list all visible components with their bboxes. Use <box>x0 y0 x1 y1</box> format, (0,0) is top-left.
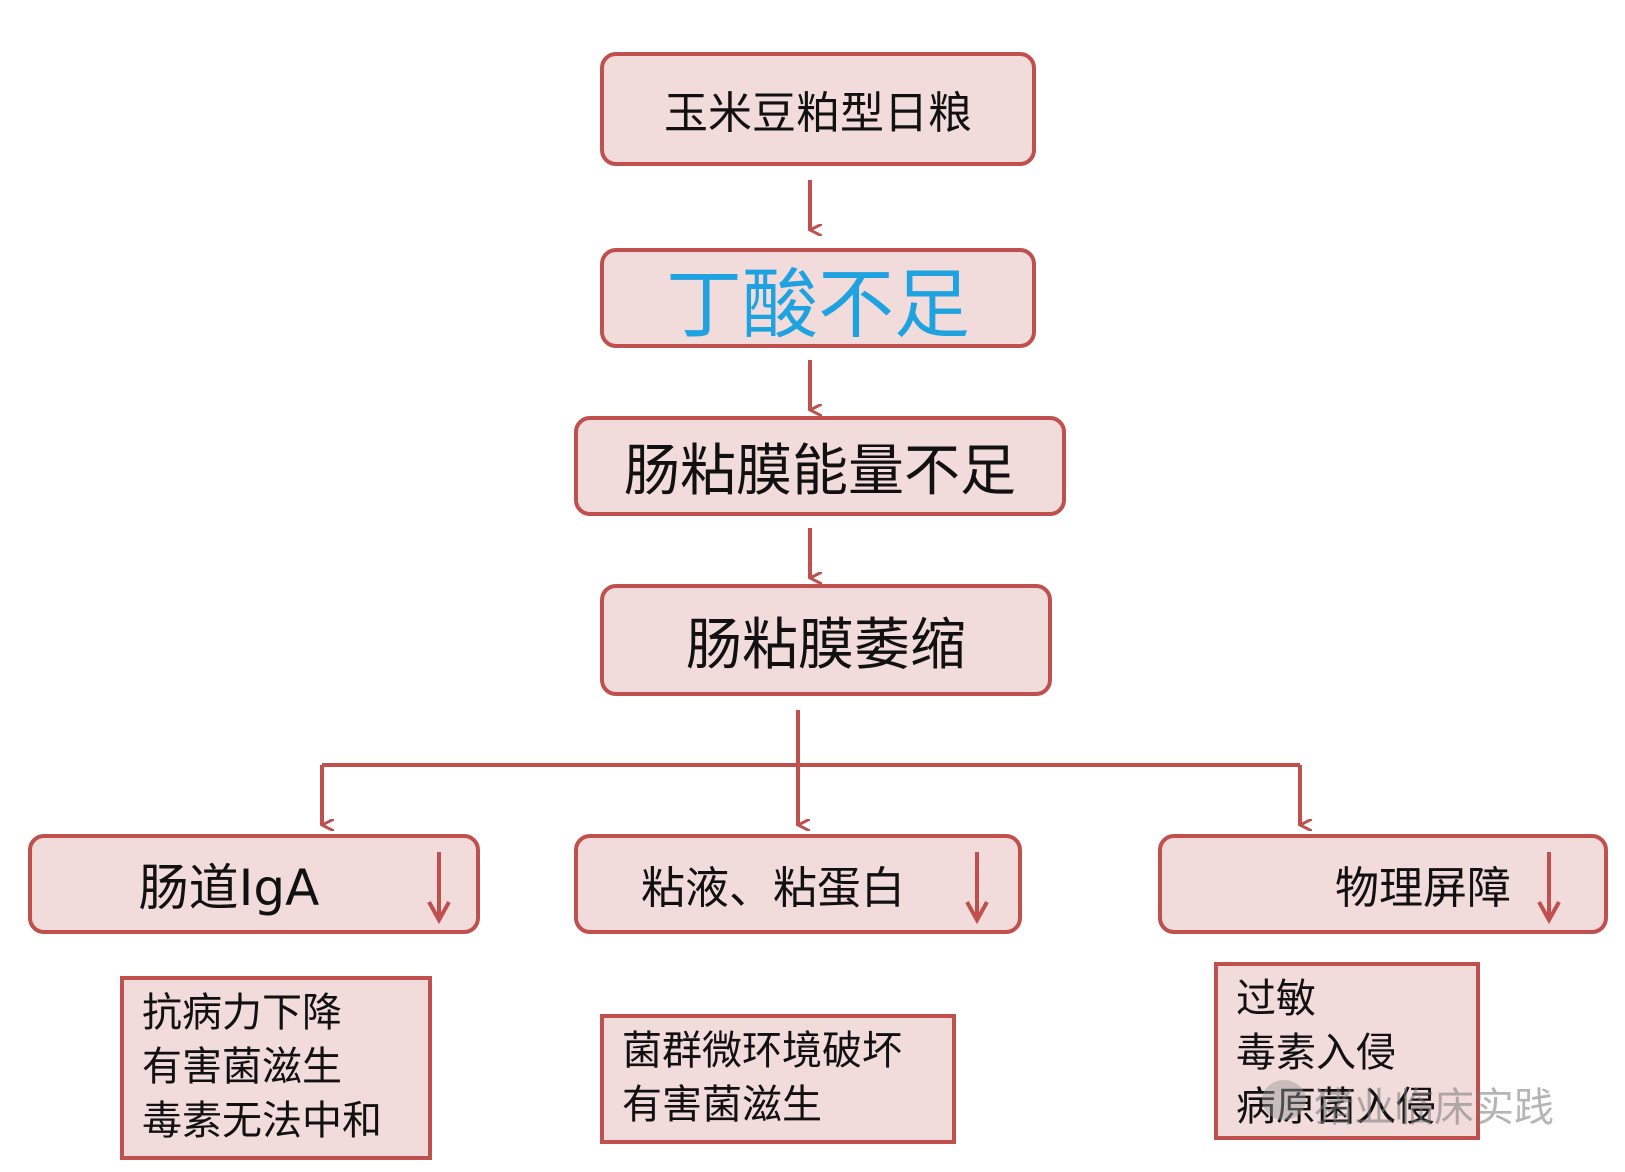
wechat-logo-icon <box>1262 1080 1306 1120</box>
effects-barrier: 过敏 毒素入侵 病原菌入侵 <box>1214 962 1480 1140</box>
effects-mucus: 菌群微环境破坏 有害菌滋生 <box>600 1014 956 1144</box>
outcome-barrier-label: 物理屏障 <box>1335 863 1511 914</box>
node-diet-label: 玉米豆粕型日粮 <box>664 88 972 139</box>
outcome-iga-label: 肠道IgA <box>138 859 320 917</box>
effect-item: 毒素入侵 <box>1236 1030 1396 1076</box>
watermark-text: 猪业临床实践 <box>1314 1085 1554 1131</box>
effect-item: 有害菌滋生 <box>622 1082 822 1128</box>
node-energy: 肠粘膜能量不足 <box>574 416 1066 516</box>
outcome-mucus-label: 粘液、粘蛋白 <box>641 863 905 914</box>
node-atrophy-label: 肠粘膜萎缩 <box>686 612 966 678</box>
outcome-iga: 肠道IgA <box>28 834 480 934</box>
watermark: 猪业临床实践 <box>1262 1075 1554 1133</box>
effect-item: 过敏 <box>1236 976 1316 1022</box>
node-atrophy: 肠粘膜萎缩 <box>600 584 1052 696</box>
down-arrow-icon <box>1537 852 1561 924</box>
down-arrow-icon <box>965 852 989 924</box>
effects-iga: 抗病力下降 有害菌滋生 毒素无法中和 <box>120 976 432 1160</box>
node-diet: 玉米豆粕型日粮 <box>600 52 1036 166</box>
effect-item: 菌群微环境破坏 <box>622 1028 902 1074</box>
effect-item: 抗病力下降 <box>142 990 342 1036</box>
down-arrow-icon <box>427 852 451 924</box>
effect-item: 毒素无法中和 <box>142 1098 382 1144</box>
outcome-mucus: 粘液、粘蛋白 <box>574 834 1022 934</box>
node-butyrate: 丁酸不足 <box>600 248 1036 349</box>
outcome-barrier: 物理屏障 <box>1158 834 1608 934</box>
node-butyrate-label: 丁酸不足 <box>666 260 970 349</box>
effect-item: 病原菌入侵 <box>1236 1084 1436 1130</box>
node-energy-label: 肠粘膜能量不足 <box>624 438 1016 504</box>
effect-item: 有害菌滋生 <box>142 1044 342 1090</box>
